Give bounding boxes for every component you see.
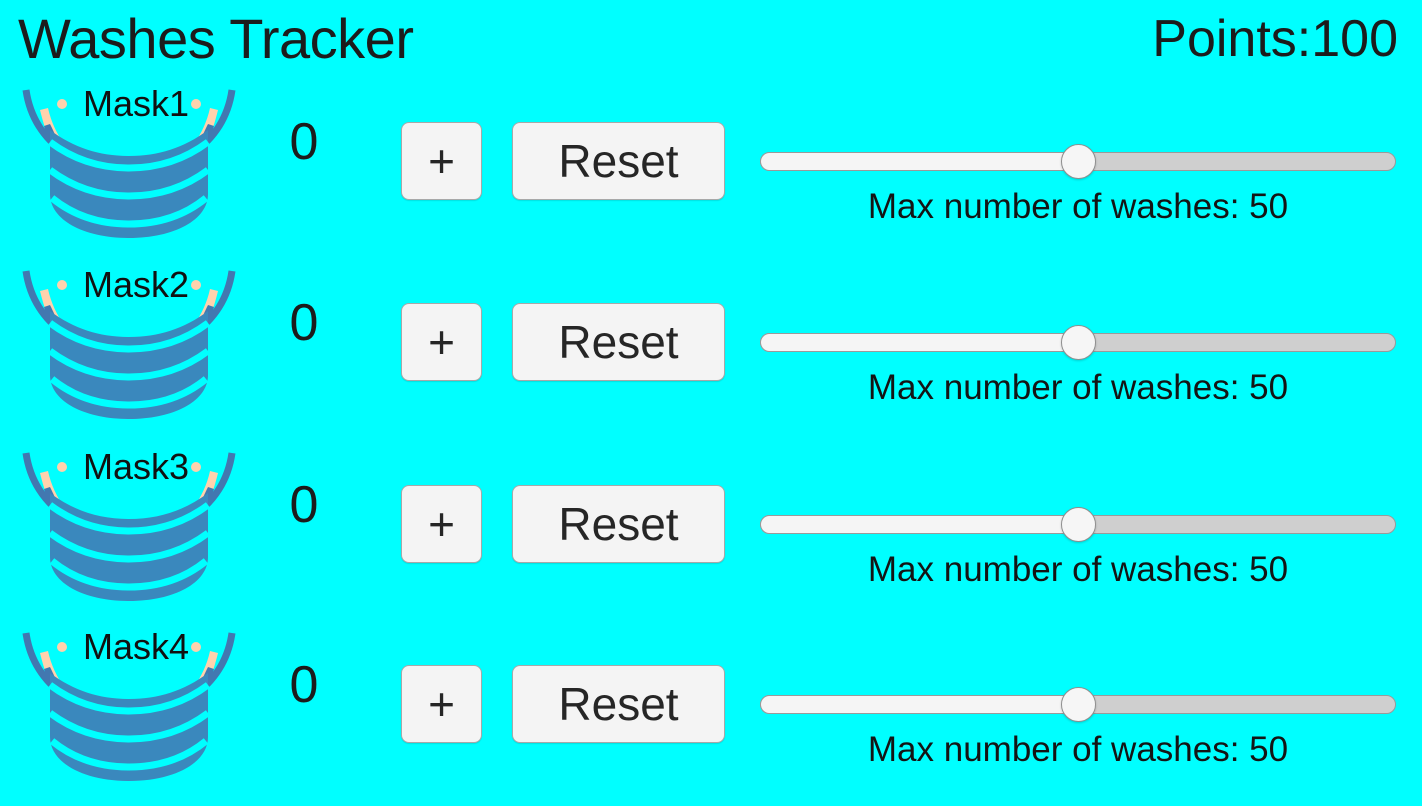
max-washes-slider[interactable] (760, 507, 1396, 542)
max-washes-caption: Max number of washes: 50 (867, 730, 1289, 769)
mask-icon-cell: Mask3 (14, 445, 244, 605)
slider-fill (760, 152, 1078, 171)
max-washes-caption: Max number of washes: 50 (867, 550, 1289, 589)
increment-button[interactable]: + (401, 665, 482, 743)
max-washes-slider[interactable] (760, 325, 1396, 360)
increment-button[interactable]: + (401, 122, 482, 200)
mask-icon-cell: Mask2 (14, 263, 244, 423)
points-display: Points:100 (1152, 10, 1398, 68)
slider-thumb[interactable] (1061, 325, 1096, 360)
mask-row: Mask3 0 + Reset Max number of washes: 50 (0, 445, 1422, 626)
mask-label: Mask2 (82, 264, 190, 305)
slider-fill (760, 333, 1078, 352)
page-title: Washes Tracker (18, 7, 414, 70)
mask-row: Mask2 0 + Reset Max number of washes: 50 (0, 263, 1422, 444)
face-mask-icon (22, 270, 236, 419)
face-mask-icon (22, 452, 236, 601)
mask-label: Mask4 (82, 626, 190, 667)
increment-button[interactable]: + (401, 485, 482, 563)
app-header: Washes Tracker Points:100 (0, 0, 1422, 82)
slider-thumb[interactable] (1061, 507, 1096, 542)
mask-icon-cell: Mask1 (14, 82, 244, 242)
slider-thumb[interactable] (1061, 687, 1096, 722)
reset-button[interactable]: Reset (512, 303, 725, 381)
slider-thumb[interactable] (1061, 144, 1096, 179)
reset-button[interactable]: Reset (512, 665, 725, 743)
mask-row: Mask4 0 + Reset Max number of washes: 50 (0, 625, 1422, 806)
reset-button[interactable]: Reset (512, 485, 725, 563)
mask-label: Mask1 (82, 83, 190, 124)
mask-label: Mask3 (82, 446, 190, 487)
max-washes-slider[interactable] (760, 687, 1396, 722)
wash-count: 0 (289, 656, 319, 714)
wash-count: 0 (289, 113, 319, 171)
max-washes-caption: Max number of washes: 50 (867, 368, 1289, 407)
slider-fill (760, 515, 1078, 534)
face-mask-icon (22, 89, 236, 238)
mask-row: Mask1 0 + Reset Max number of washes: 50 (0, 82, 1422, 263)
wash-count: 0 (289, 294, 319, 352)
slider-fill (760, 695, 1078, 714)
wash-count: 0 (289, 476, 319, 534)
face-mask-icon (22, 632, 236, 781)
mask-icon-cell: Mask4 (14, 625, 244, 785)
max-washes-caption: Max number of washes: 50 (867, 187, 1289, 226)
reset-button[interactable]: Reset (512, 122, 725, 200)
increment-button[interactable]: + (401, 303, 482, 381)
max-washes-slider[interactable] (760, 144, 1396, 179)
